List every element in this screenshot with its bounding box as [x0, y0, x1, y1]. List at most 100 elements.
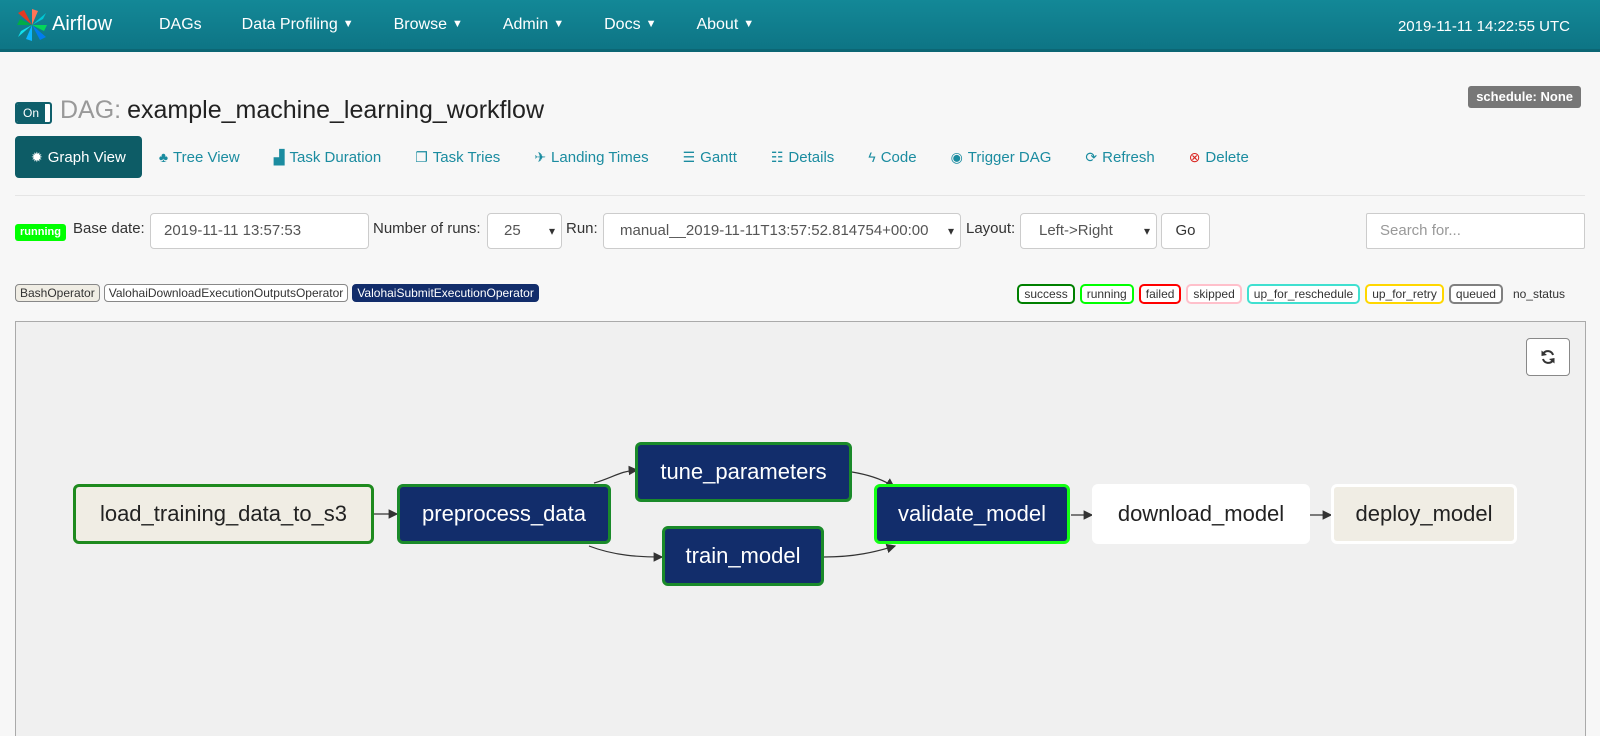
flash-icon: ϟ: [868, 149, 876, 165]
status-badge[interactable]: failed: [1138, 284, 1182, 304]
tab-label: Task Duration: [289, 148, 382, 166]
operator-badge: ValohaiDownloadExecutionOutputsOperator: [103, 284, 349, 302]
task-label: download_model: [1117, 501, 1285, 526]
nav-about[interactable]: About ▼: [676, 0, 774, 51]
chevron-down-icon: ▼: [451, 17, 463, 30]
tab-label: Delete: [1205, 148, 1249, 166]
task-label: deploy_model: [1355, 501, 1493, 526]
tab-label: Trigger DAG: [967, 148, 1052, 166]
task-node-tune-parameters[interactable]: tune_parameters: [635, 442, 852, 502]
layout-select[interactable]: Left->Right: [1020, 213, 1157, 249]
search-input[interactable]: Search for...: [1366, 213, 1585, 249]
nav-label: Admin: [502, 15, 549, 33]
tab-refresh[interactable]: ⟳Refresh: [1068, 136, 1171, 178]
divider: [15, 195, 1585, 196]
brand-link[interactable]: Airflow: [14, 7, 139, 43]
status-badge[interactable]: success: [1017, 284, 1075, 304]
task-label: load_training_data_to_s3: [99, 501, 348, 526]
chevron-down-icon: ▼: [553, 17, 565, 30]
tab-details[interactable]: ☷Details: [754, 136, 851, 178]
operator-badge: BashOperator: [15, 284, 100, 302]
operator-badge: ValohaiSubmitExecutionOperator: [352, 284, 539, 302]
status-badge[interactable]: up_for_reschedule: [1246, 284, 1361, 304]
tab-graph-view[interactable]: ✹Graph View: [15, 136, 142, 178]
layout-label: Layout:: [966, 220, 1016, 237]
tab-label: Tree View: [173, 148, 240, 166]
chevron-down-icon: ▼: [645, 17, 657, 30]
graph-refresh-button[interactable]: [1526, 338, 1570, 376]
tab-tree-view[interactable]: ♣Tree View: [142, 136, 257, 178]
copy-icon: ❐: [415, 148, 428, 165]
layout-value: Left->Right: [1039, 222, 1113, 239]
operator-legend: BashOperator ValohaiDownloadExecutionOut…: [15, 284, 543, 302]
tab-task-duration[interactable]: ▟Task Duration: [257, 136, 399, 178]
dag-pause-toggle[interactable]: On: [15, 102, 52, 124]
task-node-load-training-data-to-s3[interactable]: load_training_data_to_s3: [73, 484, 374, 544]
num-runs-select[interactable]: 25: [487, 213, 562, 249]
task-node-preprocess-data[interactable]: preprocess_data: [397, 484, 611, 544]
base-date-label: Base date:: [73, 220, 145, 237]
list-icon: ☷: [770, 148, 784, 165]
refresh-icon: ⟳: [1085, 148, 1098, 165]
nav-label: Docs: [604, 15, 641, 33]
go-button[interactable]: Go: [1161, 213, 1210, 249]
task-label: validate_model: [898, 501, 1046, 526]
nav-admin[interactable]: Admin ▼: [483, 0, 584, 51]
tab-delete[interactable]: ⊗Delete: [1172, 136, 1266, 178]
run-label: Run:: [566, 220, 598, 237]
task-node-validate-model[interactable]: validate_model: [874, 484, 1070, 544]
dag-name: example_machine_learning_workflow: [127, 96, 545, 124]
toggle-label: On: [17, 104, 45, 122]
tab-task-tries[interactable]: ❐Task Tries: [398, 136, 517, 178]
tab-label: Graph View: [47, 148, 126, 166]
bar-chart-icon: ▟: [273, 148, 285, 165]
nav-docs[interactable]: Docs ▼: [584, 0, 676, 51]
remove-circle-icon: ⊗: [1188, 148, 1201, 165]
nav-label: About: [696, 15, 739, 33]
tab-label: Code: [880, 148, 917, 166]
num-runs-value: 25: [504, 222, 521, 239]
num-runs-label: Number of runs:: [373, 220, 481, 237]
asterisk-icon: ✹: [31, 148, 43, 165]
task-label: preprocess_data: [422, 501, 586, 526]
run-select[interactable]: manual__2019-11-11T13:57:52.814754+00:00: [603, 213, 961, 249]
tab-landing-times[interactable]: ✈Landing Times: [517, 136, 665, 178]
chevron-down-icon: ▼: [743, 17, 755, 30]
chevron-down-icon: ▼: [342, 17, 354, 30]
status-badge[interactable]: no_status: [1512, 287, 1565, 301]
status-badge[interactable]: skipped: [1186, 284, 1242, 304]
status-legend: success running failed skipped up_for_re…: [1012, 284, 1570, 304]
nav-dags[interactable]: DAGs: [139, 0, 222, 51]
tab-label: Landing Times: [551, 148, 649, 166]
nav-label: Data Profiling: [241, 15, 338, 33]
dag-view-tabs: ✹Graph View ♣Tree View ▟Task Duration ❐T…: [15, 136, 1266, 178]
task-label: train_model: [685, 543, 801, 568]
nav-browse[interactable]: Browse ▼: [374, 0, 483, 51]
tree-icon: ♣: [158, 149, 169, 165]
run-value: manual__2019-11-11T13:57:52.814754+00:00: [620, 222, 929, 239]
tab-gantt[interactable]: ☰Gantt: [666, 136, 754, 178]
tab-label: Gantt: [700, 148, 737, 166]
brand-name: Airflow: [52, 13, 113, 35]
task-node-download-model[interactable]: download_model: [1092, 484, 1310, 544]
status-badge[interactable]: queued: [1448, 284, 1503, 304]
task-node-deploy-model[interactable]: deploy_model: [1331, 484, 1517, 544]
nav-data-profiling[interactable]: Data Profiling ▼: [222, 0, 374, 51]
nav-label: Browse: [393, 15, 447, 33]
base-date-input[interactable]: 2019-11-11 13:57:53: [150, 213, 369, 249]
align-left-icon: ☰: [682, 148, 696, 165]
airflow-logo-icon: [17, 8, 47, 41]
refresh-icon: [1541, 350, 1555, 364]
tab-label: Refresh: [1102, 148, 1155, 166]
tab-trigger-dag[interactable]: ◉Trigger DAG: [934, 136, 1069, 178]
task-node-train-model[interactable]: train_model: [662, 526, 824, 586]
tab-label: Task Tries: [432, 148, 501, 166]
status-badge[interactable]: up_for_retry: [1365, 284, 1444, 304]
nav-label: DAGs: [159, 15, 202, 33]
status-badge[interactable]: running: [1079, 284, 1134, 304]
play-circle-icon: ◉: [950, 148, 963, 165]
plane-icon: ✈: [534, 148, 547, 165]
server-time: 2019-11-11 14:22:55 UTC: [1397, 17, 1570, 35]
tab-label: Details: [788, 148, 835, 166]
